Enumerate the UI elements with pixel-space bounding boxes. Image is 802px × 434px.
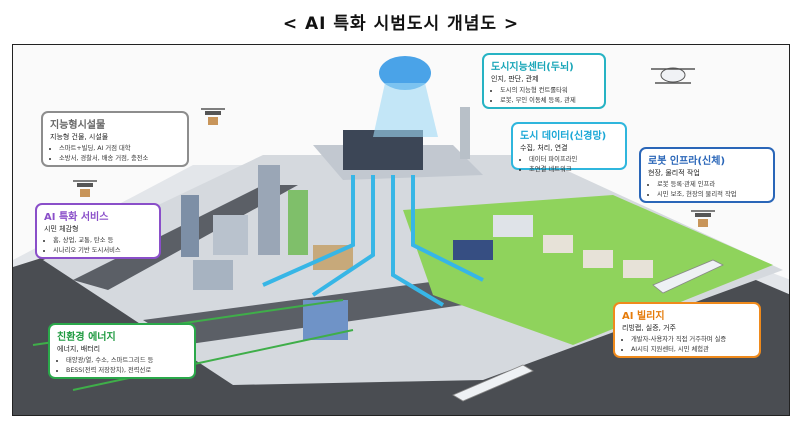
callout-eco-energy: 친환경 에너지 에너지, 배터리 태양광/열, 수소, 스마트그리드 등 BES… [48,323,196,379]
solar-panels [453,240,493,260]
callout-title: 지능형시설물 [50,116,180,131]
callout-intelligent-facilities: 지능형시설물 지능형 건물, 시설물 스마트+빌딩, AI 거점 대학 소방서,… [41,111,189,167]
callout-subtitle: 현장, 물리적 작업 [648,168,766,178]
callout-item: 태양광/열, 수소, 스마트그리드 등 [66,356,187,366]
callout-item: 데이터 파이프라인 [529,155,618,165]
village-house [493,215,533,237]
control-tower [460,107,470,159]
callout-subtitle: 시민 체감형 [44,224,152,234]
callout-subtitle: 에너지, 배터리 [57,344,187,354]
village-house [583,250,613,268]
callout-item: 소방서, 경찰서, 배송 거점, 충전소 [59,154,180,164]
office-building [213,215,248,255]
concept-diagram: 지능형시설물 지능형 건물, 시설물 스마트+빌딩, AI 거점 대학 소방서,… [12,44,790,416]
brain-beam [373,83,438,137]
callout-city-brain: 도시지능센터(두뇌) 인지, 판단, 관제 도시의 지능형 컨트롤타워 로봇, … [482,53,606,109]
green-building [288,190,308,255]
callout-subtitle: 수집, 처리, 연결 [520,143,618,153]
shop-building [193,260,233,290]
blue-building [303,300,348,340]
village-house [543,235,573,253]
callout-title: 로봇 인프라(신체) [648,152,766,167]
page-title: < AI 특화 시범도시 개념도 > [0,9,802,34]
drone-icon [73,181,97,197]
drone-icon [201,109,225,125]
callout-item: 시나리오 기반 도시서비스 [53,246,152,256]
callout-title: AI 특화 서비스 [44,208,152,223]
callout-item: 홈, 상업, 교통, 탄소 등 [53,236,152,246]
callout-item: 개발자-사용자가 직접 거주하며 실증 [631,335,752,345]
callout-item: 도시의 지능형 컨트롤타워 [500,86,597,96]
callout-item: AI시티 지원센터, 시민 체험관 [631,345,752,355]
callout-item: BESS(전력 저장장치), 전력선로 [66,366,187,376]
village-house [623,260,653,278]
callout-item: 로봇 등록·관제 인프라 [657,180,766,190]
drone-icon [691,211,715,227]
callout-title: AI 빌리지 [622,307,752,322]
air-taxi-icon [651,68,695,83]
callout-subtitle: 인지, 판단, 관제 [491,74,597,84]
callout-item: 시민 보조, 현장의 물리적 작업 [657,190,766,200]
callout-ai-village: AI 빌리지 리빙랩, 실증, 거주 개발자-사용자가 직접 거주하며 실증 A… [613,302,761,358]
callout-title: 도시지능센터(두뇌) [491,58,597,73]
callout-city-data: 도시 데이터(신경망) 수집, 처리, 연결 데이터 파이프라인 초연결 네트워… [511,122,627,170]
callout-item: 로봇, 무인 이동체 등록, 관제 [500,96,597,106]
callout-item: 초연결 네트워크 [529,165,618,175]
callout-title: 친환경 에너지 [57,328,187,343]
callout-ai-services: AI 특화 서비스 시민 체감형 홈, 상업, 교통, 탄소 등 시나리오 기반… [35,203,161,259]
callout-subtitle: 지능형 건물, 시설물 [50,132,180,142]
callout-title: 도시 데이터(신경망) [520,127,618,142]
tall-tower [258,165,280,255]
callout-subtitle: 리빙랩, 실증, 거주 [622,323,752,333]
callout-robot-infra: 로봇 인프라(신체) 현장, 물리적 작업 로봇 등록·관제 인프라 시민 보조… [639,147,775,203]
tower-building [181,195,199,257]
callout-item: 스마트+빌딩, AI 거점 대학 [59,144,180,154]
